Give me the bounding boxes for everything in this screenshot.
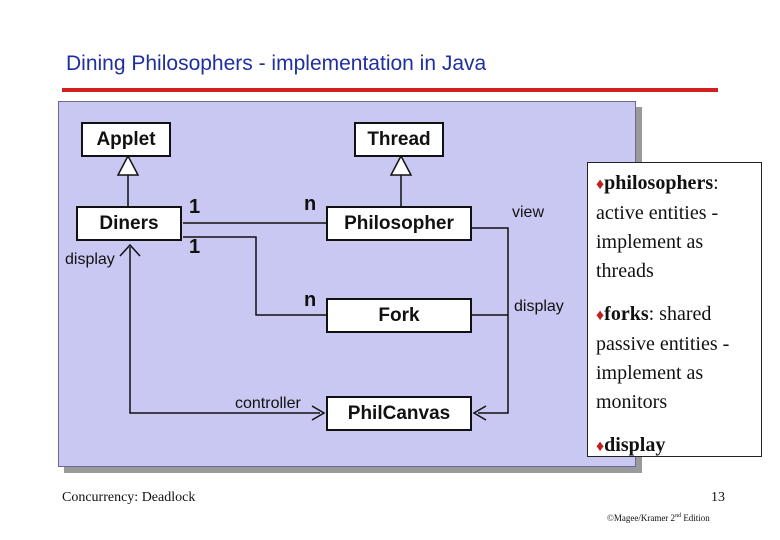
multiplicity-n-philosopher: n — [304, 193, 317, 215]
title-rule — [62, 88, 718, 92]
footer-course: Concurrency: Deadlock — [62, 490, 196, 505]
display-arrowhead — [119, 243, 141, 257]
controller-label: controller — [235, 395, 301, 412]
view-arrowhead — [472, 405, 487, 421]
notes-panel: ♦philosophers: active entities - impleme… — [587, 162, 762, 457]
note-head: philosophers — [604, 172, 714, 194]
class-fork: Fork — [326, 298, 472, 333]
note-forks: ♦forks: shared passive entities - implem… — [596, 300, 755, 417]
display-label-left: display — [65, 251, 115, 268]
controller-arrowhead — [311, 405, 326, 421]
class-diners: Diners — [76, 206, 182, 241]
diamond-bullet-icon: ♦ — [596, 438, 605, 455]
view-label: view — [512, 204, 545, 221]
note-head: display — [604, 434, 666, 456]
copyright: ©Magee/Kramer 2nd Edition — [607, 513, 710, 523]
diners-fork-link — [183, 236, 326, 316]
note-head: forks — [604, 303, 649, 325]
multiplicity-1-fork: 1 — [189, 236, 201, 258]
applet-inherit-arrow — [116, 154, 140, 176]
note-text: : active entities - implement as threads — [596, 172, 719, 282]
page-number: 13 — [711, 490, 725, 505]
slide-title: Dining Philosophers - implementation in … — [66, 52, 487, 75]
class-philcanvas: PhilCanvas — [326, 396, 472, 431]
class-thread: Thread — [354, 122, 444, 157]
note-philosophers: ♦philosophers: active entities - impleme… — [596, 169, 755, 286]
controller-link — [129, 247, 320, 414]
note-display: ♦display — [596, 431, 755, 461]
diamond-bullet-icon: ♦ — [596, 176, 605, 193]
class-philosopher: Philosopher — [326, 206, 472, 241]
class-applet: Applet — [81, 122, 171, 157]
multiplicity-n-fork: n — [304, 289, 317, 311]
view-link — [472, 227, 509, 414]
note-text: : shared passive entities - implement as… — [596, 303, 730, 413]
diamond-bullet-icon: ♦ — [596, 307, 605, 324]
thread-inherit-arrow — [389, 154, 413, 176]
display-label-right: display — [514, 298, 564, 315]
multiplicity-1-philosopher: 1 — [189, 196, 201, 218]
